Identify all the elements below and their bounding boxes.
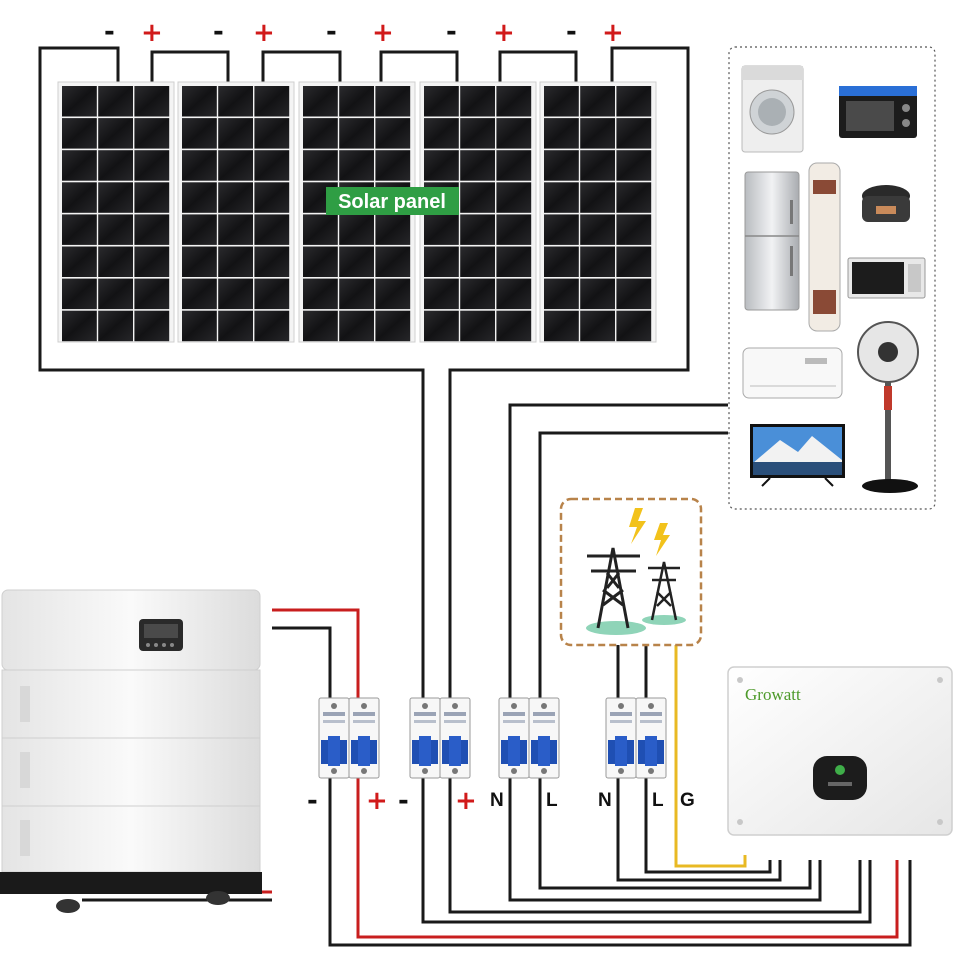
panel-1-negative: - [104,17,115,47]
panel-3-positive: + [372,18,394,48]
battery-breaker-positive-label: + [366,786,388,816]
circuit-breaker-battery [318,697,380,779]
solar-panel-label: Solar panel [326,187,459,215]
breaker-labels: - + - + N L N L G [307,786,695,816]
battery-wheel-icon [56,891,230,913]
panel-5-positive: + [602,18,624,48]
household-loads [728,46,936,510]
battery-display [139,619,183,651]
standing-fan-icon [857,321,919,493]
solar-panel [539,81,657,343]
small-transmission-tower-icon [648,561,680,621]
circuit-breaker-load [498,697,560,779]
panel-polarity-markers: - + - + - + - + - + [104,17,624,48]
solar-panel [57,81,175,343]
circuit-breaker-pv [409,697,471,779]
circuit-breakers [318,697,667,779]
solar-panel [419,81,537,343]
solar-panel-array [57,81,657,343]
pv-breaker-positive-label: + [455,786,477,816]
tower-air-conditioner-icon [808,162,841,332]
battery-stack [0,589,262,913]
hybrid-inverter: Growatt [727,666,953,836]
battery-breaker-negative-label: - [307,786,318,816]
television-icon [750,424,845,487]
panel-2-negative: - [213,17,224,47]
wiring [38,46,912,947]
inverter-display [813,756,867,800]
panel-4-positive: + [493,18,515,48]
split-air-conditioner-icon [742,347,843,399]
lightning-bolt-icon [629,508,646,544]
panel-3-negative: - [326,17,337,47]
lightning-bolt-icon [654,523,670,556]
load-breaker-neutral-label: N [490,790,504,811]
panel-2-positive: + [253,18,275,48]
circuit-breaker-grid [605,697,667,779]
refrigerator-icon [744,171,800,311]
panel-5-negative: - [566,17,577,47]
pv-breaker-negative-label: - [398,786,409,816]
grid-breaker-live-label: L [652,790,664,811]
microwave-icon [847,257,926,299]
solar-panel [298,81,416,343]
solar-panel [177,81,295,343]
load-breaker-live-label: L [546,790,558,811]
washing-machine-icon [741,65,804,153]
ground-label: G [680,790,695,811]
panel-1-positive: + [141,18,163,48]
rice-cooker-icon [862,185,910,222]
solar-panel-text: Solar panel [338,191,446,213]
inverter-brand-logo: Growatt [745,685,801,704]
grid-breaker-neutral-label: N [598,790,612,811]
transmission-tower-icon [587,547,640,629]
toaster-oven-icon [839,86,917,138]
utility-grid [559,497,703,647]
panel-4-negative: - [446,17,457,47]
